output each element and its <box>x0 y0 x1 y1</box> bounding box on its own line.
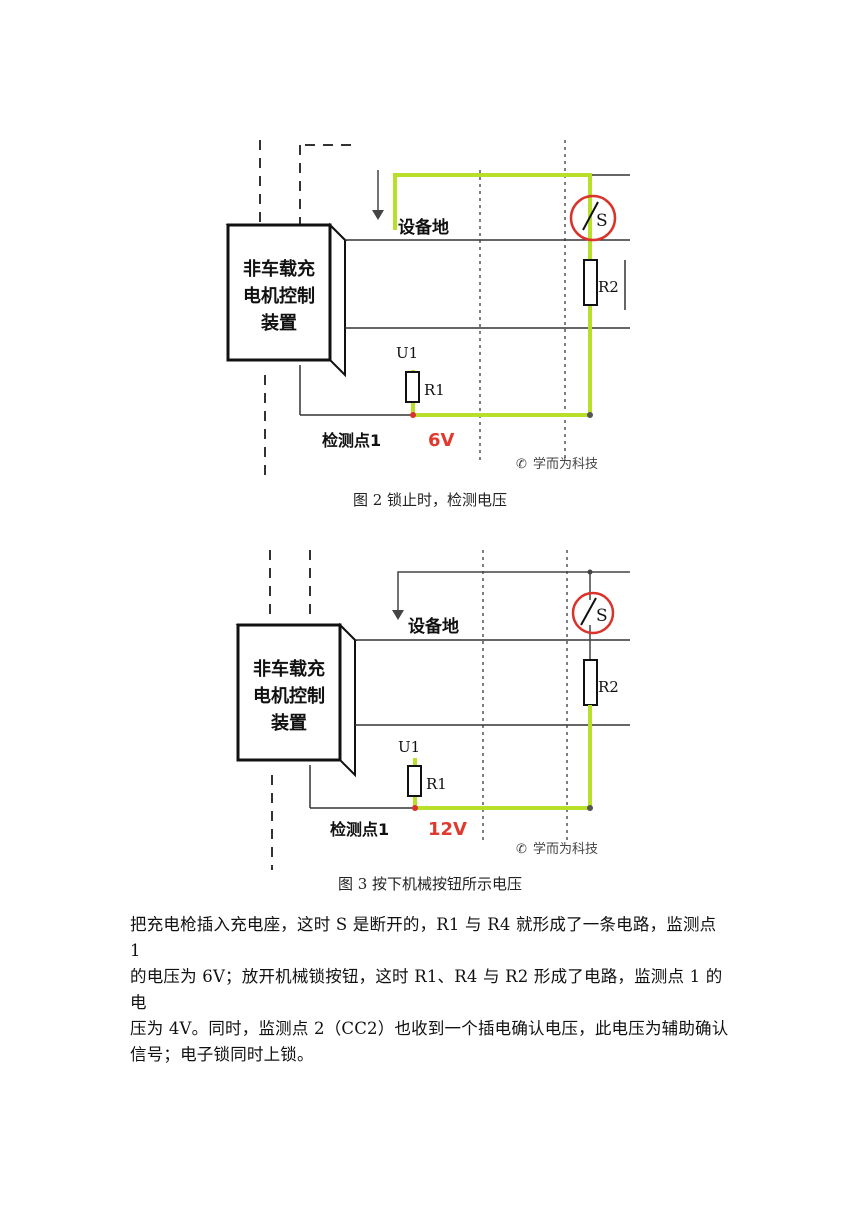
box-line-2: 电机控制 <box>253 685 325 707</box>
box-line-2: 电机控制 <box>243 285 315 307</box>
wechat-icon: ✆ <box>516 457 527 472</box>
switch-label: S <box>596 606 608 626</box>
box-line-1: 非车载充 <box>243 258 315 280</box>
junction-dot <box>410 412 416 418</box>
ground-label: 设备地 <box>398 217 449 238</box>
ground-icon <box>392 610 404 620</box>
voltage-value: 6V <box>428 430 455 451</box>
ground-icon <box>372 210 384 220</box>
figure-2-caption: 图 2 锁止时，检测电压 <box>352 491 508 509</box>
body-line: 压为 4V。同时，监测点 2（CC2）也收到一个插电确认电压，此电压为辅助确认 <box>130 1019 729 1038</box>
r1-label: R1 <box>426 775 447 793</box>
detect-label: 检测点1 <box>330 820 389 839</box>
r1-label: R1 <box>424 381 445 399</box>
figure-3-caption: 图 3 按下机械按钮所示电压 <box>337 875 523 893</box>
box-side <box>329 222 346 378</box>
switch-icon <box>580 597 597 626</box>
resistor-r1-icon <box>407 765 422 797</box>
watermark: 学而为科技 <box>533 456 598 472</box>
wechat-icon: ✆ <box>516 842 527 857</box>
u1-label: U1 <box>398 738 420 756</box>
figure-2-circuit-diagram: 非车载充 电机控制 装置 设备地 S R2 U1 R1 检测点1 6V <box>200 130 650 480</box>
box-side <box>339 622 356 778</box>
switch-label: S <box>596 211 608 231</box>
box-line-3: 装置 <box>261 312 297 334</box>
u1-label: U1 <box>396 344 418 362</box>
detect-label: 检测点1 <box>322 431 381 450</box>
wire <box>397 571 630 610</box>
r2-label: R2 <box>598 678 619 696</box>
circuit-svg: 非车载充 电机控制 装置 设备地 S R2 U1 R1 检测点1 12V ✆ 学… <box>235 550 630 870</box>
resistor-r1-icon <box>405 371 420 403</box>
circuit-svg: 非车载充 电机控制 装置 设备地 S R2 U1 R1 检测点1 6V <box>225 140 630 480</box>
r2-label: R2 <box>598 278 619 296</box>
junction-dot <box>587 569 593 575</box>
body-line: 的电压为 6V；放开机械锁按钮，这时 R1、R4 与 R2 形成了电路，监测点 … <box>130 967 723 1012</box>
resistor-r2-icon <box>583 259 598 306</box>
voltage-value: 12V <box>428 819 467 840</box>
box-line-1: 非车载充 <box>253 658 325 680</box>
body-line: 信号；电子锁同时上锁。 <box>130 1045 314 1064</box>
ground-label: 设备地 <box>408 616 459 637</box>
junction-dot <box>587 412 593 418</box>
controller-box <box>226 223 332 362</box>
highlight-path <box>393 173 592 417</box>
body-paragraph: 把充电枪插入充电座，这时 S 是断开的，R1 与 R4 就形成了一条电路，监测点… <box>130 912 730 1068</box>
body-line: 把充电枪插入充电座，这时 S 是断开的，R1 与 R4 就形成了一条电路，监测点… <box>130 915 717 960</box>
watermark: 学而为科技 <box>533 841 598 857</box>
switch-circle <box>571 591 615 635</box>
resistor-r2-icon <box>583 659 598 706</box>
switch-icon <box>582 201 599 231</box>
junction-dot <box>412 805 418 811</box>
switch-circle <box>569 194 617 242</box>
junction-dot <box>587 805 593 811</box>
box-line-3: 装置 <box>271 712 307 734</box>
figure-3-circuit-diagram: 非车载充 电机控制 装置 设备地 S R2 U1 R1 检测点1 12V ✆ 学… <box>200 540 650 890</box>
controller-box <box>236 623 342 762</box>
